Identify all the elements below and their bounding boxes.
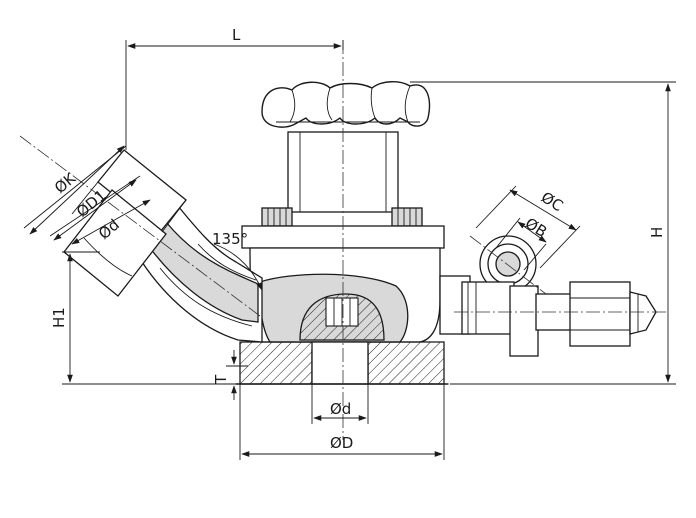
dim-label-B: ØB	[522, 214, 550, 241]
dim-label-H: H	[648, 227, 666, 238]
dimension-T: T	[212, 350, 248, 400]
handwheel	[261, 81, 431, 128]
dim-label-angle: 135°	[212, 230, 248, 248]
bottom-flange	[235, 341, 449, 385]
dim-label-H1: H1	[50, 307, 68, 328]
dim-label-D: ØD	[330, 434, 353, 452]
dim-label-L: L	[232, 26, 241, 44]
bolt-left	[261, 207, 293, 227]
side-outlet-fitting	[439, 235, 657, 357]
dimension-H: H	[410, 81, 676, 385]
dimension-angle: 135°	[212, 230, 263, 291]
dimension-d-bottom: Ød	[311, 384, 369, 424]
dimension-D: ØD	[239, 384, 445, 460]
valve-body	[249, 247, 441, 343]
dim-label-T: T	[212, 374, 230, 385]
dimension-L: L	[125, 26, 344, 150]
bolt-right	[391, 207, 423, 227]
dim-label-C: ØC	[538, 188, 566, 215]
dim-label-K: ØK	[51, 169, 80, 197]
dim-label-d-bottom: Ød	[330, 400, 351, 418]
dimension-H1: H1	[50, 251, 236, 385]
